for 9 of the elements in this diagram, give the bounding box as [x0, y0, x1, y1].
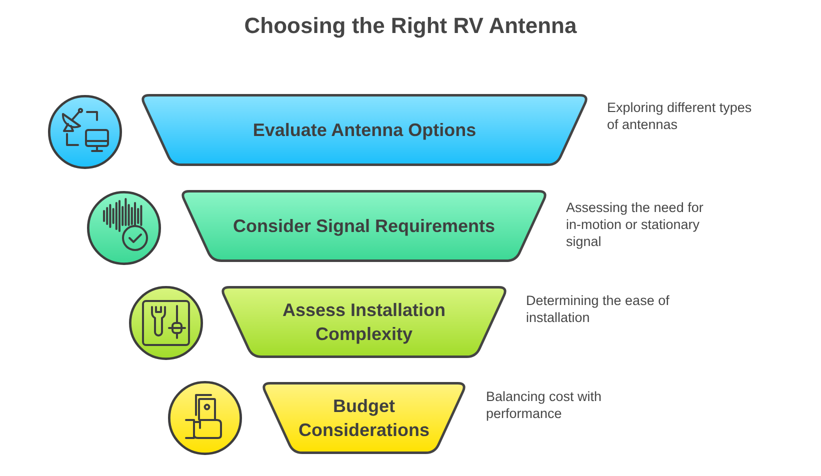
stage-description: Balancing cost with performance	[486, 388, 603, 422]
stage-description: Assessing the need for in-motion or stationary signal	[566, 199, 704, 250]
stage-title: Budget Considerations	[297, 395, 431, 442]
stage-title: Evaluate Antenna Options	[252, 119, 476, 142]
stage-description: Determining the ease of installation	[526, 292, 670, 326]
stage-title: Consider Signal Requirements	[232, 215, 496, 238]
diagram-title: Choosing the Right RV Antenna	[243, 13, 578, 39]
stage-title: Assess Installation Complexity	[281, 299, 447, 346]
stage-description: Exploring different types of antennas	[607, 99, 753, 133]
